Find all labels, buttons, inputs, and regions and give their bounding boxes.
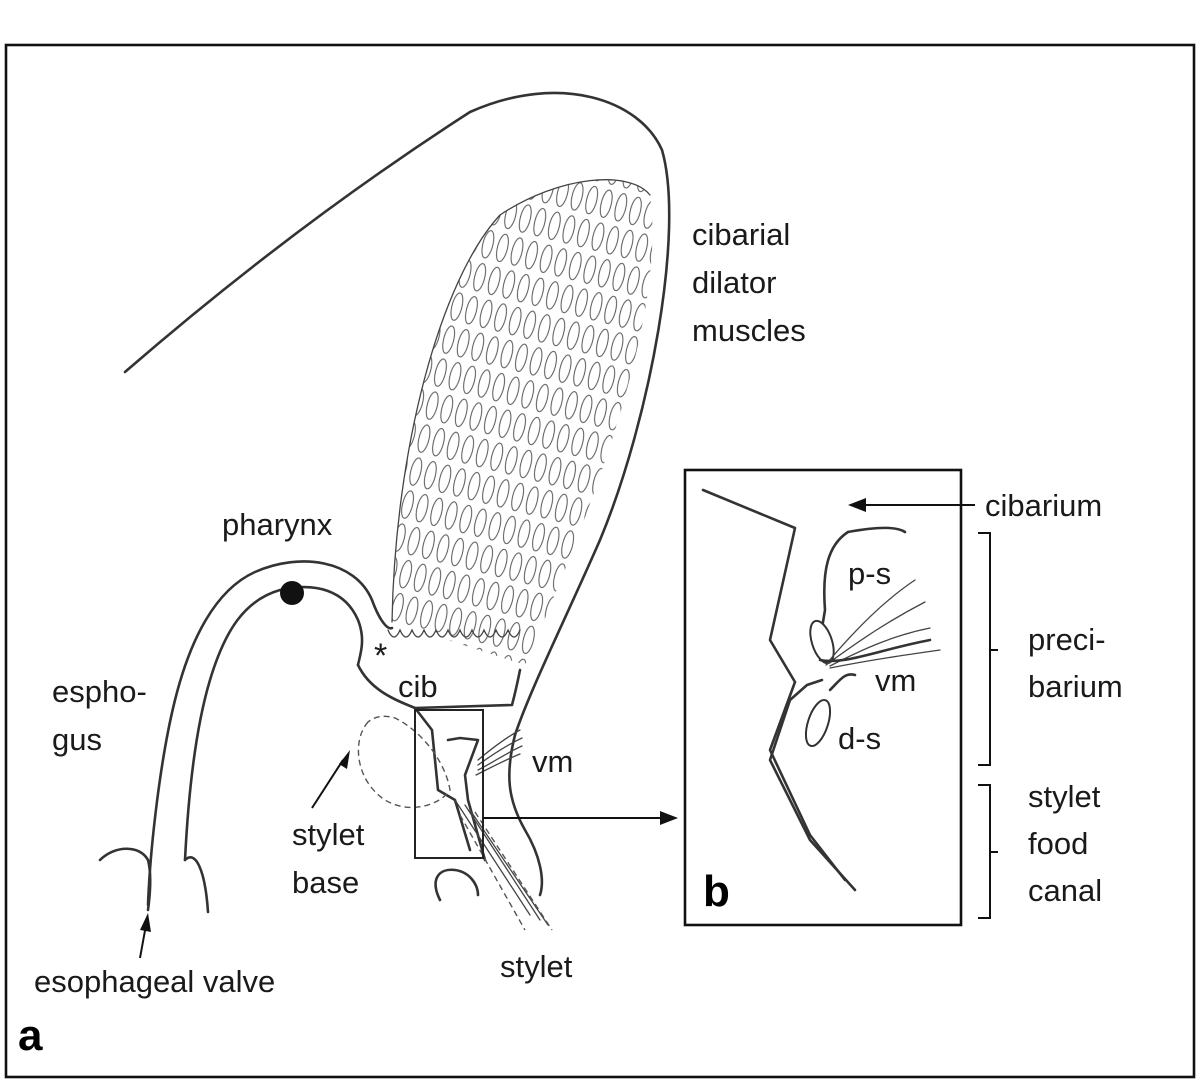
label-canal: canal: [1028, 873, 1102, 908]
inset-marker-box: [414, 709, 484, 859]
inset-drawing: [701, 488, 941, 892]
label-muscles: muscles: [692, 313, 806, 348]
cibarium-floor: [413, 706, 472, 852]
panel-label-b: b: [703, 867, 730, 916]
pharynx-dot: [280, 581, 304, 605]
cibarial-dilator-muscles: [391, 179, 653, 666]
label-vm-main: vm: [532, 744, 573, 779]
precibarium-wall: [446, 736, 487, 862]
label-preci: preci-: [1028, 622, 1106, 657]
label-espho: espho-: [52, 674, 147, 709]
label-stylet-base-1: stylet: [292, 817, 365, 852]
labium-fold: [434, 868, 480, 902]
esophageal-valve-right: [183, 856, 210, 914]
label-cibarial: cibarial: [692, 217, 790, 252]
label-d-s: d-s: [838, 721, 881, 756]
stylet-base-outline: [357, 715, 451, 809]
clypeus-lower-wall: [507, 733, 544, 897]
label-food: food: [1028, 826, 1088, 861]
stylet-bundle: [454, 799, 553, 931]
label-stylet: stylet: [500, 949, 573, 984]
label-p-s: p-s: [848, 556, 891, 591]
label-cib: cib: [398, 669, 438, 704]
panel-label-a: a: [18, 1011, 43, 1060]
label-stylet-base-2: base: [292, 865, 359, 900]
stylet-base-pointer-head: [339, 750, 350, 769]
valve-muscle-fibers: [475, 729, 523, 776]
esophagus-inner-wall: [183, 585, 364, 862]
head-capsule-outline: [123, 91, 671, 737]
label-cibarium: cibarium: [985, 488, 1102, 523]
cibarium-pointer-head: [848, 498, 866, 512]
label-barium: barium: [1028, 669, 1123, 704]
label-stylet-inset: stylet: [1028, 779, 1101, 814]
label-vm-inset: vm: [875, 663, 916, 698]
precibarium-bracket: [978, 532, 998, 766]
esophageal-valve-pointer-head: [140, 913, 151, 932]
stylet-base-pointer-line: [311, 759, 344, 809]
label-esophageal-valve: esophageal valve: [34, 964, 275, 999]
cibarium-roof-scallops: [387, 628, 521, 638]
zoom-arrow-head: [660, 811, 678, 825]
figure-frame: [4, 43, 1196, 1079]
label-gus: gus: [52, 722, 102, 757]
stylet-food-canal-bracket: [978, 784, 998, 919]
inset-panel-frame: [683, 468, 963, 927]
label-dilator: dilator: [692, 265, 776, 300]
label-asterisk: *: [374, 637, 387, 675]
label-pharynx: pharynx: [222, 507, 333, 542]
esophageal-valve-left: [98, 847, 152, 912]
esophagus-outer-wall: [146, 560, 394, 907]
